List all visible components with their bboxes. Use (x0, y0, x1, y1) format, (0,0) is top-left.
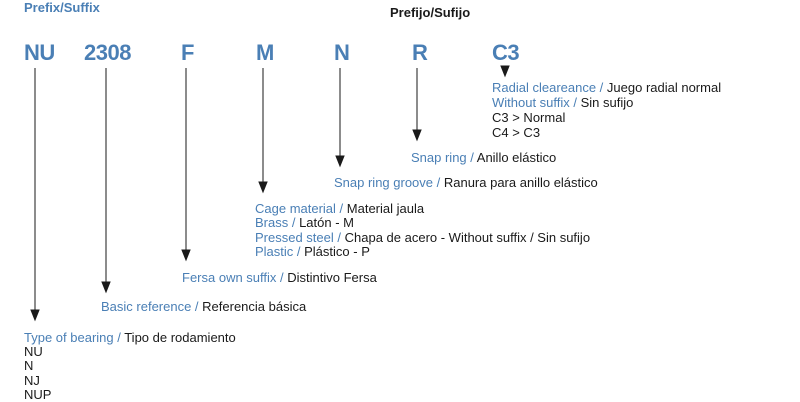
arrow-snap-head (412, 129, 422, 142)
code-cage-material: M (256, 40, 274, 65)
cage-brass-line: Brass / Latón - M (255, 215, 354, 230)
type-item-n: N (24, 358, 34, 373)
radial-without-suffix-line: Without suffix / Sin sufijo (492, 95, 634, 110)
cage-material-line: Cage material / Material jaula (255, 201, 425, 216)
code-snap-ring: R (412, 40, 428, 65)
arrow-cage-head (258, 181, 268, 194)
code-basic-reference: 2308 (84, 40, 131, 65)
radial-c4-line: C4 > C3 (492, 125, 541, 140)
type-item-nup: NUP (24, 387, 52, 402)
code-fersa-suffix: F (181, 40, 194, 65)
arrow-groove-head (335, 155, 345, 168)
diagram-title: Prefijo/Sufijo (390, 5, 471, 20)
arrow-type-head (30, 309, 40, 322)
snap-ring-line: Snap ring / Anillo elástico (411, 150, 557, 165)
type-item-nj: NJ (24, 373, 40, 388)
snap-ring-groove-line: Snap ring groove / Ranura para anillo el… (334, 175, 598, 190)
arrow-fersa-head (181, 249, 191, 262)
arrow-basic-head (101, 281, 111, 294)
radial-c3-line: C3 > Normal (492, 110, 566, 125)
prefix-suffix-label: Prefix/Suffix (24, 0, 100, 15)
cage-pressed-steel-line: Pressed steel / Chapa de acero - Without… (255, 230, 591, 245)
type-of-bearing-line: Type of bearing / Tipo de rodamiento (24, 330, 236, 345)
type-item-nu: NU (24, 344, 43, 359)
code-snap-ring-groove: N (334, 40, 350, 65)
fersa-suffix-line: Fersa own suffix / Distintivo Fersa (182, 270, 377, 285)
code-radial-clearance: C3 (492, 40, 520, 65)
cage-plastic-line: Plastic / Plástico - P (255, 244, 370, 259)
arrow-radial-head (500, 65, 510, 78)
basic-reference-line: Basic reference / Referencia básica (101, 299, 307, 314)
code-type: NU (24, 40, 55, 65)
radial-clearance-line: Radial cleareance / Juego radial normal (492, 80, 722, 95)
